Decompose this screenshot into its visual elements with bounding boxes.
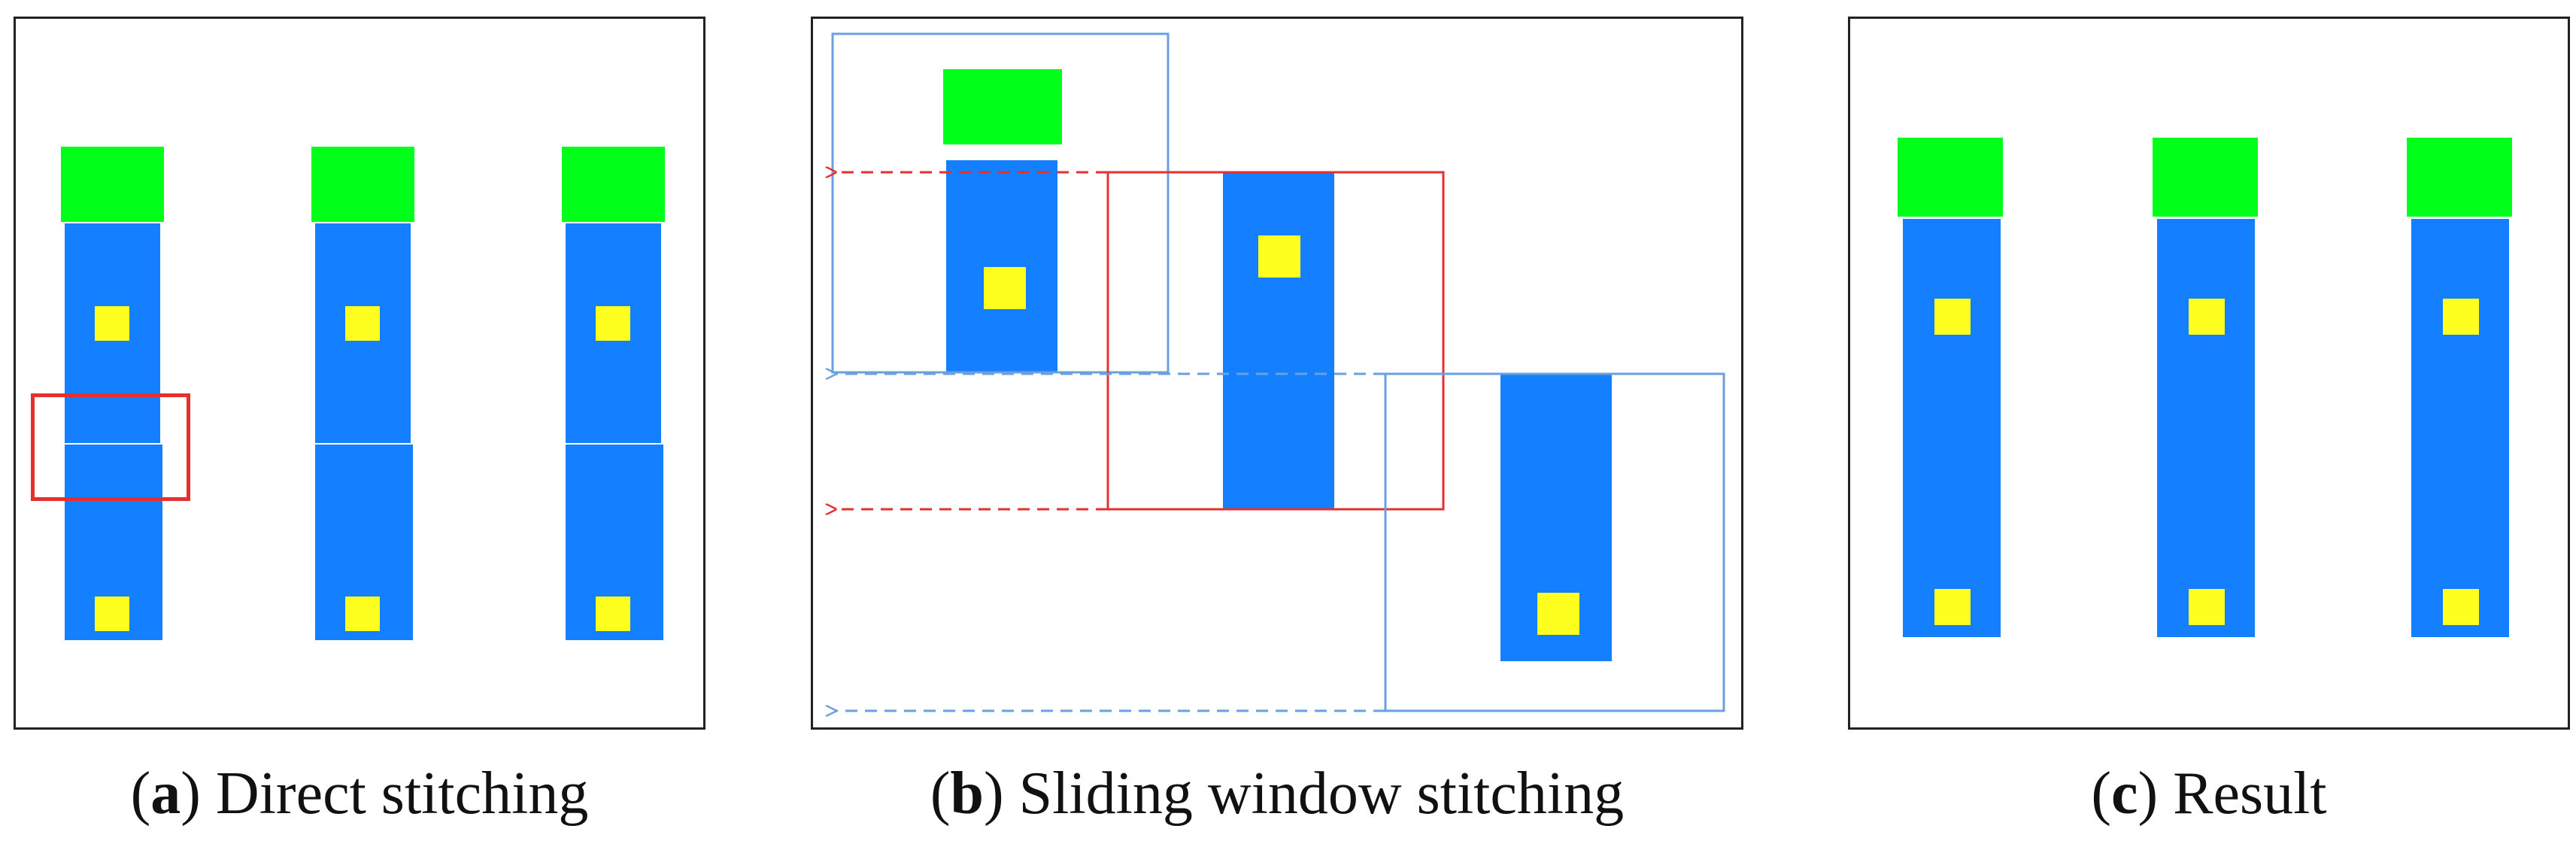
sliding-window-1 [831, 32, 1170, 374]
panel-a-direct-stitching [14, 17, 705, 730]
caption-letter: c [2111, 760, 2138, 827]
yellow-square [345, 306, 380, 341]
yellow-square [2443, 589, 2479, 625]
blue-strip [1903, 219, 2001, 637]
caption-title: Direct stitching [215, 760, 589, 827]
sliding-window-2 [1106, 171, 1445, 511]
caption-b: (b) Sliding window stitching [930, 760, 1625, 827]
yellow-square [1934, 299, 1971, 335]
yellow-square [95, 597, 129, 631]
green-cap [61, 147, 164, 222]
yellow-square [1537, 593, 1579, 635]
yellow-square [95, 306, 129, 341]
seam-highlight-box [31, 393, 190, 501]
caption-letter: a [150, 760, 181, 827]
panel-c-result [1848, 17, 2570, 730]
yellow-square [2443, 299, 2479, 335]
blue-strip [2157, 219, 2255, 637]
green-cap [2153, 138, 2258, 217]
sliding-window-diagram [813, 32, 1725, 727]
caption-title: Result [2173, 760, 2327, 827]
sliding-window-3 [1384, 372, 1725, 712]
yellow-square [984, 267, 1026, 309]
blue-strip-segment [946, 160, 1057, 372]
panel-b-sliding-window [811, 17, 1743, 730]
blue-strip-segment [1223, 172, 1334, 509]
caption-c: (c) Result [2091, 760, 2327, 827]
yellow-square [596, 306, 630, 341]
blue-strip [2411, 219, 2509, 637]
yellow-square [2189, 589, 2225, 625]
yellow-square [1258, 235, 1300, 278]
green-cap [311, 147, 414, 222]
caption-letter: b [950, 760, 985, 827]
green-cap [943, 69, 1062, 144]
green-cap [562, 147, 665, 222]
yellow-square [596, 597, 630, 631]
yellow-square [1934, 589, 1971, 625]
yellow-square [345, 597, 380, 631]
yellow-square [2189, 299, 2225, 335]
caption-title: Sliding window stitching [1018, 760, 1625, 827]
green-cap [2407, 138, 2512, 217]
caption-a: (a) Direct stitching [130, 760, 589, 827]
green-cap [1898, 138, 2003, 217]
